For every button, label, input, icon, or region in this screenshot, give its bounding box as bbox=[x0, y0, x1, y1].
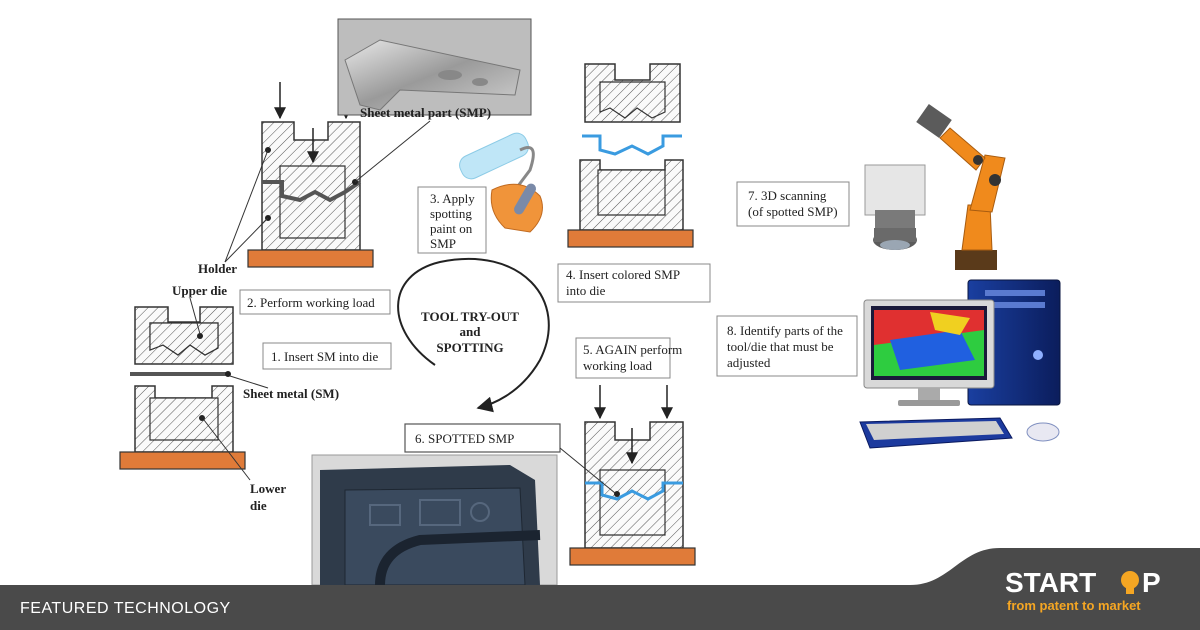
lower-die-label-line1: Lower bbox=[250, 481, 286, 496]
center-title-line2: and bbox=[460, 324, 482, 339]
footer-bar bbox=[0, 548, 1200, 630]
step3-box bbox=[417, 186, 487, 254]
die-step4 bbox=[567, 63, 694, 248]
lightbulb-icon bbox=[1121, 571, 1139, 589]
step3-line4: SMP bbox=[430, 236, 456, 251]
smp-label: Sheet metal part (SMP) bbox=[360, 105, 491, 120]
holder-label: Holder bbox=[198, 261, 237, 276]
upper-die-label: Upper die bbox=[172, 283, 227, 298]
die-step5 bbox=[569, 385, 696, 566]
step8-line2: tool/die that must be bbox=[727, 339, 834, 354]
step7-box bbox=[736, 181, 850, 227]
cycle-arrow bbox=[397, 257, 550, 413]
scanner-icon bbox=[864, 164, 926, 250]
step6-box bbox=[404, 423, 561, 453]
center-title-line3: SPOTTING bbox=[436, 340, 503, 355]
brand-p-text: P bbox=[1142, 567, 1161, 598]
step1-label: 1. Insert SM into die bbox=[271, 349, 378, 364]
step8-line1: 8. Identify parts of the bbox=[727, 323, 843, 338]
step5-line1: 5. AGAIN perform bbox=[583, 342, 682, 357]
step4-line2: into die bbox=[566, 283, 606, 298]
step2-box bbox=[239, 289, 391, 315]
step4-box bbox=[557, 263, 711, 303]
step3-line2: spotting bbox=[430, 206, 472, 221]
featured-technology-label: FEATURED TECHNOLOGY bbox=[20, 600, 231, 617]
step1-box bbox=[262, 342, 392, 370]
step6-label: 6. SPOTTED SMP bbox=[415, 431, 514, 446]
die-closed-step2 bbox=[247, 82, 374, 268]
step5-box bbox=[575, 337, 671, 379]
step8-box bbox=[716, 315, 858, 377]
step7-line1: 7. 3D scanning bbox=[748, 188, 827, 203]
step3-line3: paint on bbox=[430, 221, 473, 236]
brand-start-text: START bbox=[1005, 567, 1096, 598]
robot-arm-icon bbox=[916, 103, 1006, 270]
step2-label: 2. Perform working load bbox=[247, 295, 375, 310]
smp-photo bbox=[337, 18, 532, 116]
startup-logo: START P from patent to market bbox=[1005, 567, 1161, 613]
spotted-smp-photo bbox=[311, 454, 558, 586]
step7-line2: (of spotted SMP) bbox=[748, 204, 838, 219]
computer-icon bbox=[859, 279, 1061, 449]
die-open-step1 bbox=[119, 306, 246, 470]
lower-die-label-line2: die bbox=[250, 498, 267, 513]
brand-tagline: from patent to market bbox=[1007, 598, 1141, 613]
step8-line3: adjusted bbox=[727, 355, 771, 370]
sheet-metal-label: Sheet metal (SM) bbox=[243, 386, 339, 401]
step4-line1: 4. Insert colored SMP bbox=[566, 267, 680, 282]
step5-line2: working load bbox=[583, 358, 652, 373]
center-title-line1: TOOL TRY-OUT bbox=[421, 309, 519, 324]
step3-line1: 3. Apply bbox=[430, 191, 475, 206]
paint-roller-icon bbox=[459, 132, 543, 233]
